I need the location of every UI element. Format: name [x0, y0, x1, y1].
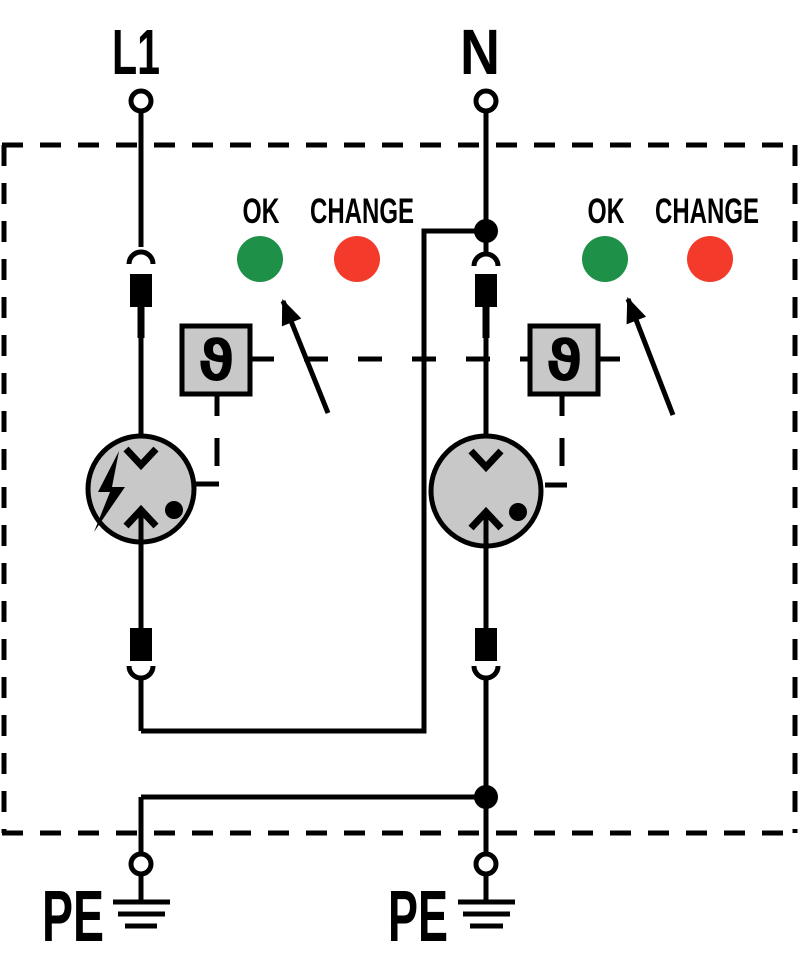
status-indicators-right: OK CHANGE [582, 192, 759, 282]
disconnect-fuse-icon [475, 274, 497, 307]
disconnect-fuse-icon [130, 274, 152, 307]
terminal-pe-label: PE [388, 877, 448, 957]
gas-discharge-arrester-icon [428, 433, 544, 549]
ok-label: OK [588, 192, 625, 231]
thermal-box-left [179, 323, 253, 397]
status-pointer-arrow-icon-right [625, 297, 676, 416]
indicator-dot-icon [165, 501, 183, 519]
device-boundary [1, 142, 798, 836]
change-label: CHANGE [310, 192, 414, 231]
gap-arrow-up-icon [468, 506, 504, 531]
pe-terminal-icon [128, 851, 154, 877]
n-terminal-icon [473, 88, 499, 114]
disconnect-fuse-icon [130, 628, 152, 661]
earth-ground-icon [113, 899, 170, 929]
change-led-icon [687, 236, 733, 282]
disconnect-fuse-icon [475, 628, 497, 661]
pe-terminal-icon [473, 851, 499, 877]
earth-ground-icon [458, 899, 515, 929]
breakpoint-arc-icon [126, 665, 156, 681]
breakpoint-arc-icon [126, 249, 156, 265]
thermal-disconnect-icon-left: ϑ [179, 323, 253, 397]
status-pointer-arrow-icon-left [280, 299, 331, 414]
indicator-dot-icon [509, 503, 527, 521]
gap-arrow-up-icon [123, 504, 159, 529]
terminal-n-label: N [460, 16, 500, 88]
thermal-box-right [527, 323, 601, 397]
breakpoint-arc-icon [471, 251, 501, 267]
terminal-pe-label: PE [42, 877, 104, 957]
breakpoint-arc-icon [471, 665, 501, 681]
thermal-link-right [545, 394, 567, 488]
lightning-bolt-icon [94, 451, 125, 532]
theta-symbol: ϑ [546, 329, 583, 394]
l1-terminal-icon [128, 88, 154, 114]
change-label: CHANGE [655, 192, 759, 231]
gap-arrow-down-icon [123, 446, 159, 471]
pe-connection-right: PE [388, 797, 515, 957]
ok-led-icon [582, 236, 628, 282]
terminal-l1-label: L1 [112, 16, 160, 88]
theta-symbol: ϑ [198, 329, 235, 394]
gap-arrow-down-icon [468, 448, 504, 473]
ok-led-icon [237, 236, 283, 282]
thermal-disconnect-icon-right: ϑ [527, 323, 601, 397]
ok-label: OK [243, 192, 280, 231]
status-indicators-left: OK CHANGE [237, 192, 414, 282]
thermal-link-left [196, 394, 220, 487]
pe-connection-left: PE [42, 797, 170, 957]
change-led-icon [334, 236, 380, 282]
wire-left-to-n-junction [141, 228, 486, 734]
